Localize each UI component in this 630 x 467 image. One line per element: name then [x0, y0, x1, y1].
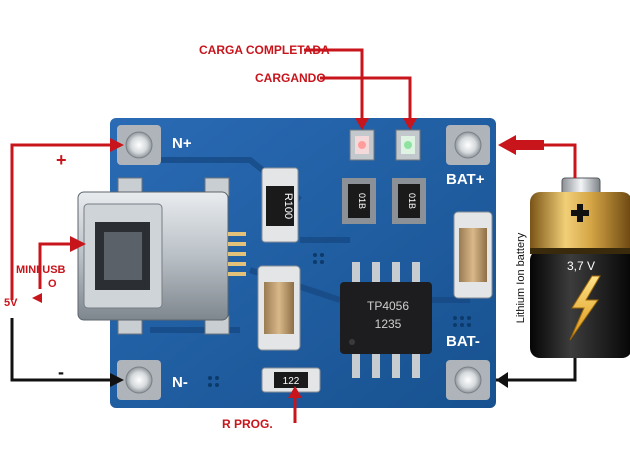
silk-n-plus: N+: [172, 135, 192, 152]
led-charging: [349, 129, 375, 161]
prog-code: 122: [283, 376, 300, 387]
lithium-battery: 3,7 V Lithium Ion battery: [515, 177, 630, 358]
tp4056-chip: TP4056 1235: [340, 262, 432, 378]
black-wiring: [10, 318, 577, 382]
input-capacitor: [257, 265, 301, 351]
sot-component-1: 01B: [342, 178, 376, 224]
pad-n-plus: [117, 125, 161, 165]
red-wiring: [10, 48, 577, 423]
battery-voltage: 3,7 V: [567, 259, 595, 273]
label-carga-completada: CARGA COMPLETADA: [199, 43, 330, 57]
label-mini-usb: MINI USB: [16, 264, 66, 276]
label-cargando: CARGANDO: [255, 71, 326, 85]
battery-capacitor: [453, 211, 493, 299]
lightning-bolt-icon: [569, 275, 601, 341]
silk-bat-minus: BAT-: [446, 333, 480, 350]
battery-type: Lithium Ion battery: [515, 232, 527, 323]
label-5v: 5V: [4, 297, 18, 309]
pad-bat-minus: [446, 360, 490, 400]
red-arrow-heads: [32, 118, 544, 398]
label-plus: +: [56, 150, 67, 170]
pcb-vias: [208, 253, 471, 387]
current-sense-resistor: R100: [261, 167, 299, 243]
mini-usb-connector: [77, 177, 246, 335]
resistor-code: R100: [282, 193, 294, 219]
chip-marking-2: 1235: [375, 317, 402, 331]
battery-plus-icon: [571, 204, 589, 222]
pad-bat-plus: [446, 125, 490, 165]
label-mini-usb-o: O: [48, 278, 57, 290]
led-charge-complete: [395, 129, 421, 161]
silk-n-minus: N-: [172, 374, 188, 391]
black-arrow-heads: [110, 372, 508, 388]
r-prog-resistor: 122: [261, 367, 321, 393]
label-minus: -: [58, 362, 64, 382]
sot-component-2: 01B: [392, 178, 426, 224]
silk-bat-plus: BAT+: [446, 171, 485, 188]
sot-code-2: 01B: [407, 193, 417, 209]
pad-n-minus: [117, 360, 161, 400]
label-r-prog: R PROG.: [222, 417, 273, 431]
chip-marking-1: TP4056: [367, 299, 409, 313]
sot-code-1: 01B: [357, 193, 367, 209]
